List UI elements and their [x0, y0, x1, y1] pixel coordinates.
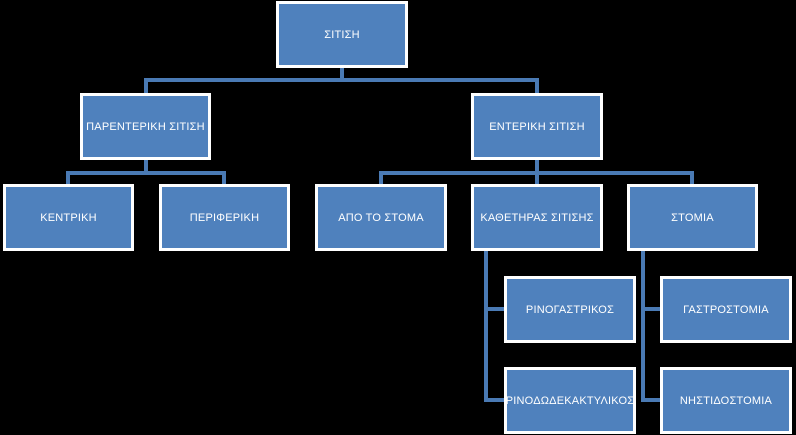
node-parenteral-label: ΠΑΡΕΝΤΕΡΙΚΗ ΣΙΤΙΣΗ	[86, 120, 205, 133]
node-stoma-label: ΣΤΟΜΙΑ	[671, 211, 714, 224]
node-enteral-label: ΕΝΤΕΡΙΚΗ ΣΙΤΙΣΗ	[489, 120, 585, 133]
node-parenteral: ΠΑΡΕΝΤΕΡΙΚΗ ΣΙΤΙΣΗ	[80, 93, 211, 160]
node-stoma: ΣΤΟΜΙΑ	[627, 184, 758, 251]
edge-stoma-jejunostomy	[641, 309, 660, 402]
node-root: ΣΙΤΙΣΗ	[276, 1, 408, 68]
edge-root-enteral	[340, 68, 539, 93]
node-catheter-label: ΚΑΘΕΤΗΡΑΣ ΣΙΤΙΣΗΣ	[480, 211, 594, 224]
node-gastrostomy: ΓΑΣΤΡΟΣΤΟΜΙΑ	[660, 276, 792, 343]
edge-root-parenteral	[144, 68, 344, 93]
node-nasogastric: ΡΙΝΟΓΑΣΤΡΙΚΟΣ	[504, 276, 636, 343]
edge-catheter-nasogastric	[484, 251, 504, 311]
node-oral-label: ΑΠΟ ΤΟ ΣΤΟΜΑ	[338, 211, 424, 224]
node-jejunostomy: ΝΗΣΤΙΔΟΣΤΟΜΙΑ	[660, 367, 792, 434]
edge-catheter-nasoduodenal	[484, 309, 504, 402]
edge-enteral-oral	[379, 160, 539, 184]
node-nasoduodenal: ΡΙΝΟΔΩΔΕΚΑΚΤΥΛΙΚΟΣ	[504, 367, 636, 434]
node-central-label: ΚΕΝΤΡΙΚΗ	[40, 211, 97, 224]
node-enteral: ΕΝΤΕΡΙΚΗ ΣΙΤΙΣΗ	[471, 93, 603, 160]
node-peripheral-label: ΠΕΡΙΦΕΡΙΚΗ	[189, 211, 260, 224]
node-nasoduodenal-label: ΡΙΝΟΔΩΔΕΚΑΚΤΥΛΙΚΟΣ	[505, 394, 635, 407]
edge-enteral-stoma	[537, 171, 694, 184]
node-jejunostomy-label: ΝΗΣΤΙΔΟΣΤΟΜΙΑ	[679, 394, 773, 407]
node-catheter: ΚΑΘΕΤΗΡΑΣ ΣΙΤΙΣΗΣ	[471, 184, 603, 251]
node-central: ΚΕΝΤΡΙΚΗ	[3, 184, 134, 251]
edge-stoma-gastrostomy	[641, 251, 660, 311]
node-peripheral: ΠΕΡΙΦΕΡΙΚΗ	[159, 184, 290, 251]
node-nasogastric-label: ΡΙΝΟΓΑΣΤΡΙΚΟΣ	[525, 303, 615, 316]
node-gastrostomy-label: ΓΑΣΤΡΟΣΤΟΜΙΑ	[683, 303, 769, 316]
node-root-label: ΣΙΤΙΣΗ	[324, 28, 360, 41]
edge-parenteral-peripheral	[144, 160, 226, 184]
node-oral: ΑΠΟ ΤΟ ΣΤΟΜΑ	[315, 184, 447, 251]
edge-parenteral-central	[66, 160, 148, 184]
